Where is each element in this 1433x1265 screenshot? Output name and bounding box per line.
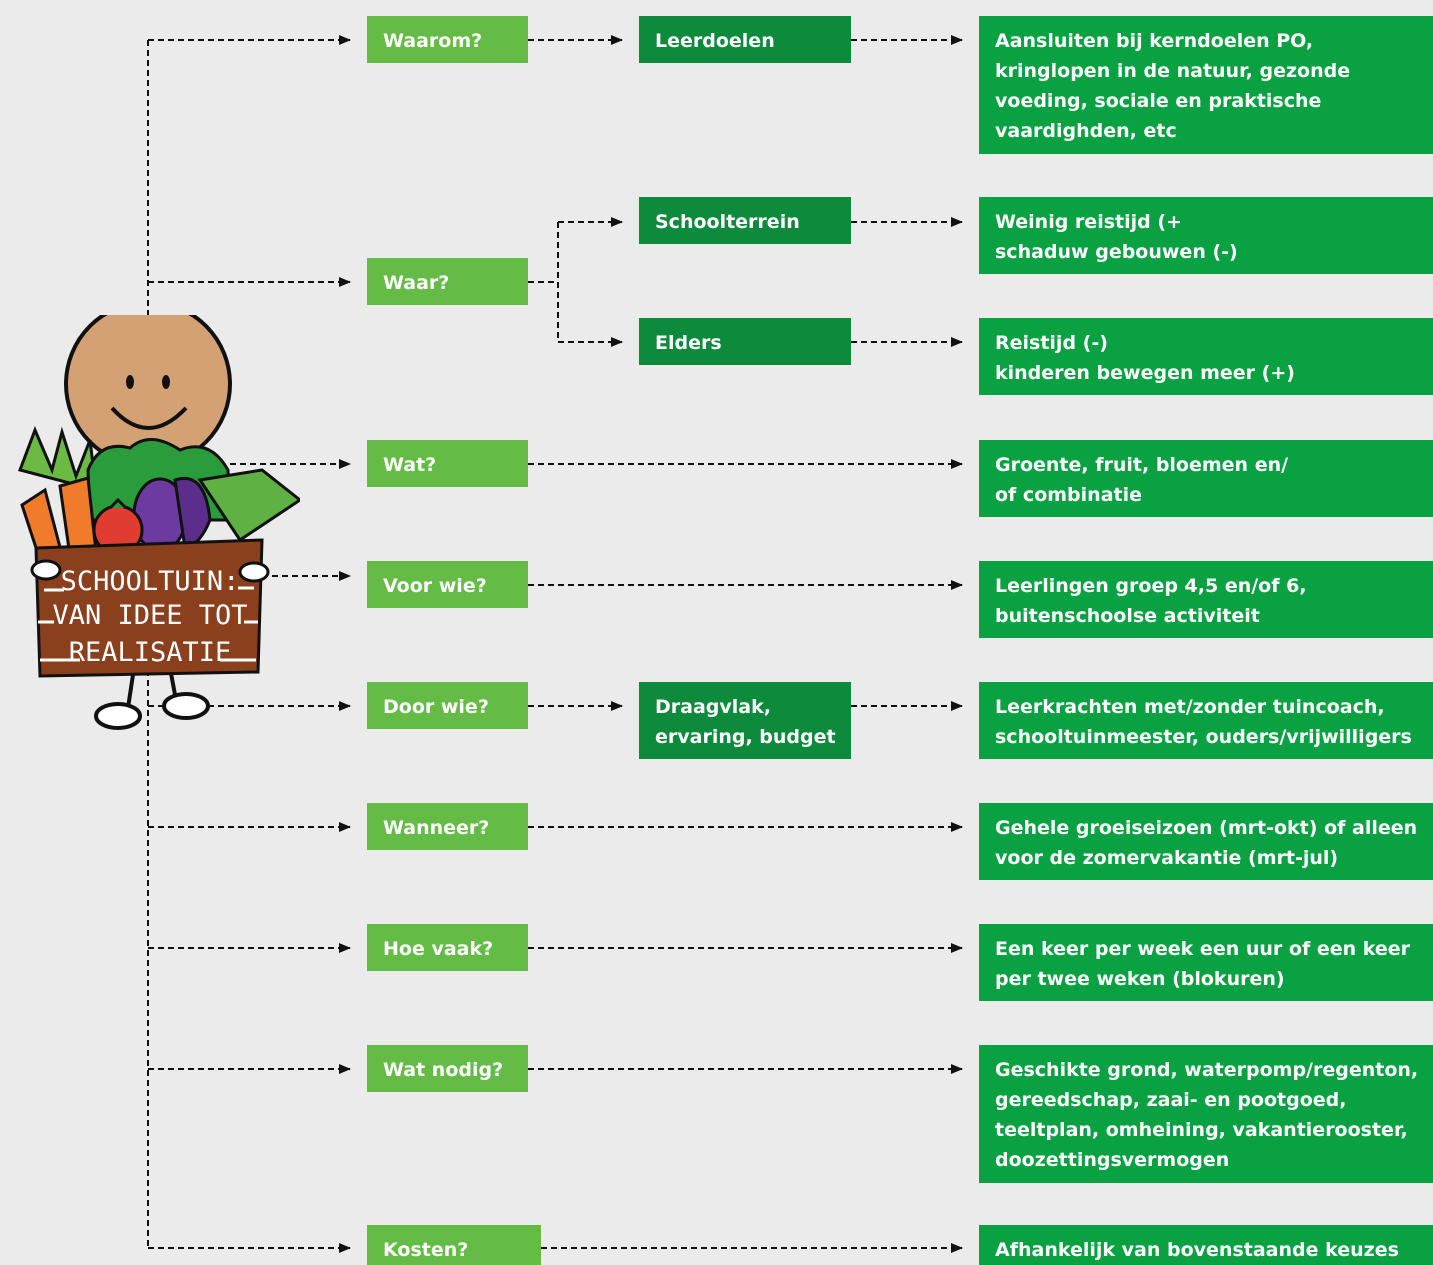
answer-elders: Reistijd (-) kinderen bewegen meer (+) <box>979 318 1433 395</box>
answer-schoolterrein: Weinig reistijd (+ schaduw gebouwen (-) <box>979 197 1433 274</box>
answer-wanneer: Gehele groeiseizoen (mrt-okt) of alleen … <box>979 803 1433 880</box>
schooltuin-mascot: SCHOOLTUIN: VAN IDEE TOT REALISATIE <box>18 315 300 730</box>
question-wat-nodig: Wat nodig? <box>367 1045 528 1092</box>
sign-line-1: SCHOOLTUIN: <box>61 566 240 597</box>
question-wanneer: Wanneer? <box>367 803 528 850</box>
answer-waarom: Aansluiten bij kerndoelen PO, kringlopen… <box>979 16 1433 154</box>
question-waar: Waar? <box>367 258 528 305</box>
intermediate-elders: Elders <box>639 318 851 365</box>
sign-line-3: REALISATIE <box>69 637 232 668</box>
answer-wat: Groente, fruit, bloemen en/ of combinati… <box>979 440 1433 517</box>
answer-hoe-vaak: Een keer per week een uur of een keer pe… <box>979 924 1433 1001</box>
question-kosten: Kosten? <box>367 1225 541 1265</box>
question-voor-wie: Voor wie? <box>367 561 528 608</box>
answer-voor-wie: Leerlingen groep 4,5 en/of 6, buitenscho… <box>979 561 1433 638</box>
question-hoe-vaak: Hoe vaak? <box>367 924 528 971</box>
question-door-wie: Door wie? <box>367 682 528 729</box>
question-wat: Wat? <box>367 440 528 487</box>
answer-wat-nodig: Geschikte grond, waterpomp/regenton, ger… <box>979 1045 1433 1183</box>
sign-line-2: VAN IDEE TOT <box>52 600 247 631</box>
answer-kosten: Afhankelijk van bovenstaande keuzes <box>979 1225 1433 1265</box>
question-waarom: Waarom? <box>367 16 528 63</box>
answer-door-wie: Leerkrachten met/zonder tuincoach, schoo… <box>979 682 1433 759</box>
intermediate-schoolterrein: Schoolterrein <box>639 197 851 244</box>
intermediate-draagvlak: Draagvlak, ervaring, budget <box>639 682 851 759</box>
intermediate-leerdoelen: Leerdoelen <box>639 16 851 63</box>
